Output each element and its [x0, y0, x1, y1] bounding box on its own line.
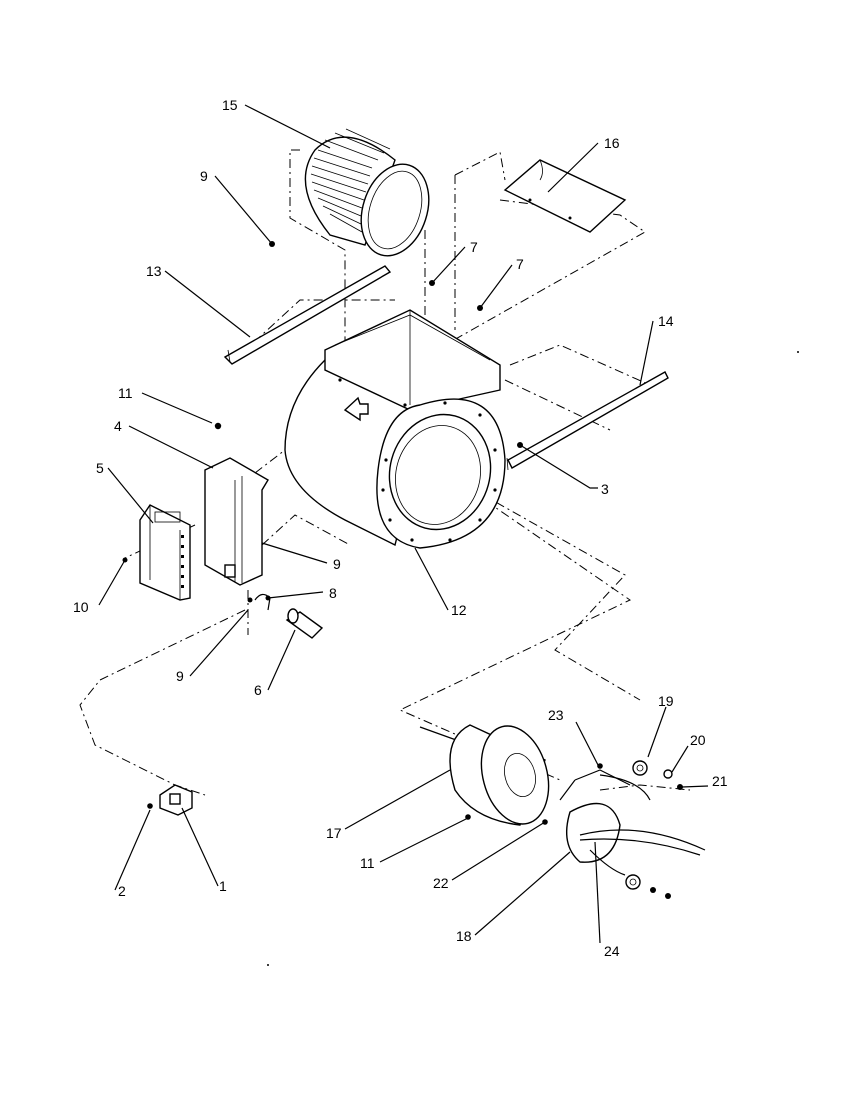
mounting-rail-part-14: [506, 371, 669, 471]
callout-21: 21: [712, 773, 728, 789]
callout-9-bottom: 9: [176, 668, 184, 684]
callout-19: 19: [658, 693, 674, 709]
callout-16: 16: [604, 135, 620, 151]
callout-11-top: 11: [118, 385, 133, 401]
callout-12: 12: [451, 602, 467, 618]
callout-17: 17: [326, 825, 342, 841]
hardware-washers: [625, 760, 673, 890]
callout-24: 24: [604, 943, 620, 959]
callout-8: 8: [329, 585, 337, 601]
scan-specks: [267, 351, 799, 966]
callout-2: 2: [118, 883, 126, 899]
callout-7-left: 7: [470, 239, 478, 255]
switch-part-1: [159, 784, 193, 816]
callout-13: 13: [146, 263, 162, 279]
callout-1: 1: [219, 878, 227, 894]
callout-15: 15: [222, 97, 238, 113]
callout-4: 4: [114, 418, 122, 434]
motor-mount-part-18: [559, 769, 651, 863]
blower-motor-part-17: [419, 724, 550, 826]
callout-11-bottom: 11: [360, 855, 375, 871]
leader-lines: [98, 104, 709, 944]
callout-6: 6: [254, 682, 262, 698]
callout-18: 18: [456, 928, 472, 944]
callout-3: 3: [601, 481, 609, 497]
motor-wires-part-24: [579, 829, 706, 876]
callout-7-right: 7: [516, 256, 524, 272]
cutoff-plate-part-16: [503, 159, 627, 233]
control-board-part-5: [139, 504, 191, 601]
callout-10: 10: [73, 599, 89, 615]
callout-labels: 15 9 13 16 7 7 14 11 4 5 3 9 10 8 12 9 6…: [73, 97, 728, 959]
callout-5: 5: [96, 460, 104, 476]
callout-23: 23: [548, 707, 564, 723]
capacitor-part-6: [285, 608, 324, 639]
callout-9-mid: 9: [333, 556, 341, 572]
callout-9-top: 9: [200, 168, 208, 184]
control-bracket-part-4: [204, 457, 269, 586]
callout-22: 22: [433, 875, 449, 891]
blower-housing-part-12: [284, 309, 506, 549]
mounting-rail-part-13: [223, 265, 392, 365]
blower-wheel-part-15: [304, 128, 430, 257]
callout-20: 20: [690, 732, 706, 748]
callout-14: 14: [658, 313, 674, 329]
